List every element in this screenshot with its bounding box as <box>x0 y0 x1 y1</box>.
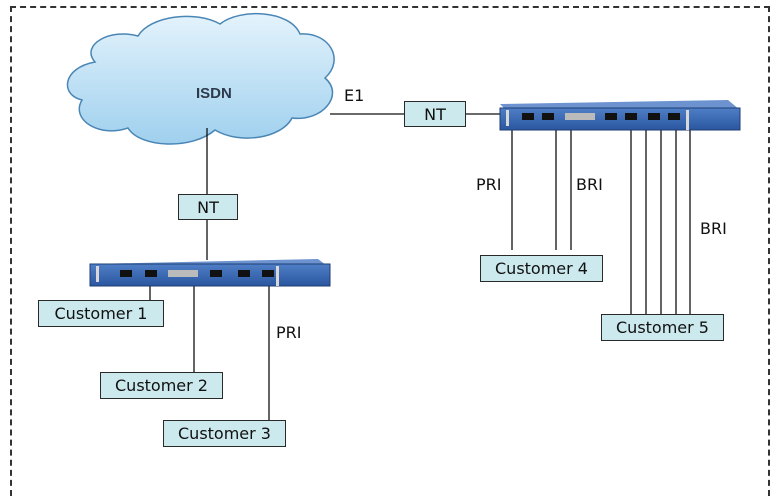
diagram-frame <box>10 6 770 496</box>
customer-3-box: Customer 3 <box>163 420 286 447</box>
e1-link-label: E1 <box>344 86 365 105</box>
pri-label-left: PRI <box>276 323 302 342</box>
customer-5-box: Customer 5 <box>601 314 724 341</box>
router-device-left <box>89 259 331 287</box>
bri-label-right-b: BRI <box>700 219 727 238</box>
customer-4-box: Customer 4 <box>480 255 603 282</box>
nt-box-top: NT <box>404 101 466 127</box>
router-device-right <box>499 100 741 131</box>
customer-2-box: Customer 2 <box>100 372 223 399</box>
pri-label-right: PRI <box>476 175 502 194</box>
customer-1-box: Customer 1 <box>38 300 164 327</box>
isdn-cloud-label: ISDN <box>196 85 232 102</box>
nt-box-left: NT <box>178 194 238 220</box>
isdn-cloud <box>66 12 335 145</box>
bri-label-right-a: BRI <box>576 175 603 194</box>
